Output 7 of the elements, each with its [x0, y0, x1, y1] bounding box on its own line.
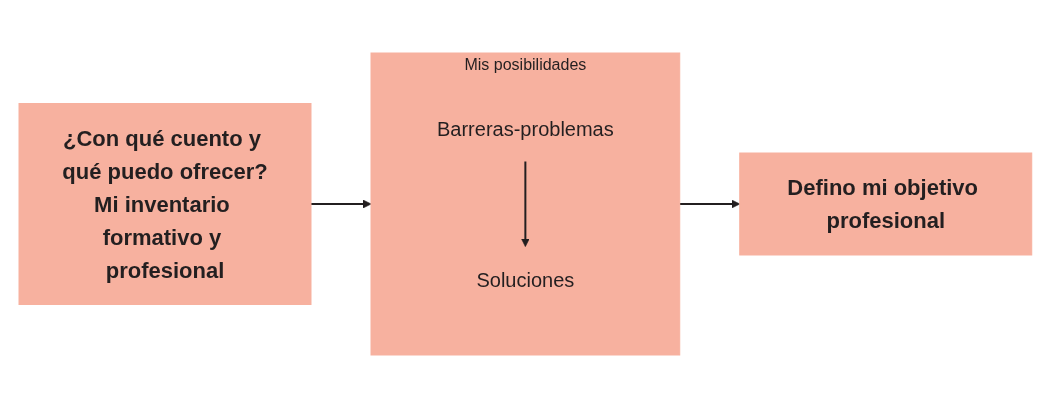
node-box: Defino mi objetivo profesional	[739, 152, 1033, 255]
arrow	[310, 199, 372, 208]
node-box: ¿Con qué cuento y qué puedo ofrecer? Mi inventario formativo y profesional	[18, 102, 312, 305]
node-text: Soluciones	[476, 268, 575, 290]
node-text: Barreras-problemas	[437, 117, 614, 139]
arrow	[678, 199, 741, 208]
arrow	[521, 160, 530, 247]
